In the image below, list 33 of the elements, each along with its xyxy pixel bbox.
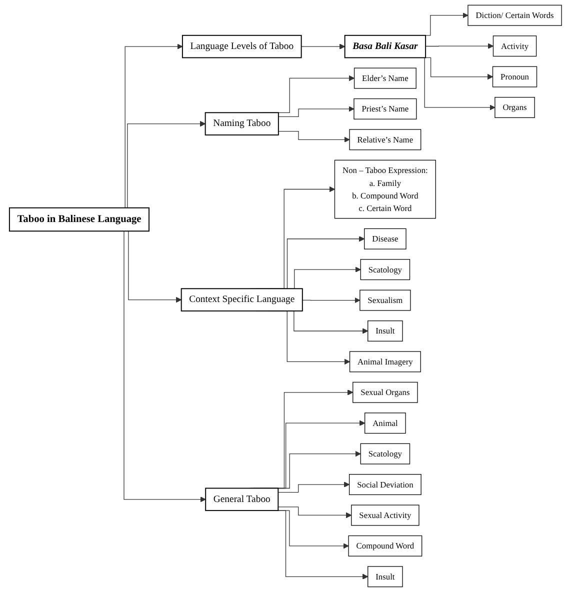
node-box: Insult — [368, 320, 403, 342]
node-box: Priest’s Name — [354, 98, 417, 120]
node-box: Animal Imagery — [349, 351, 421, 372]
node-box: Compound Word — [348, 535, 422, 556]
node-box: Organs — [494, 96, 535, 118]
node-box: General Taboo — [205, 488, 279, 512]
node-box: Animal — [364, 412, 406, 434]
node-box: Activity — [492, 36, 537, 57]
node-box: Scatology — [360, 443, 410, 464]
node-box: Disease — [364, 228, 406, 250]
node-box: Sexual Organs — [352, 382, 418, 403]
arrow — [278, 482, 350, 493]
node-box: Naming Taboo — [204, 112, 279, 136]
node-box: Scatology — [360, 259, 410, 280]
arrow — [278, 506, 352, 518]
node-box: Relative’s Name — [349, 129, 422, 150]
node-box: Insult — [368, 566, 403, 588]
arrow — [302, 297, 360, 304]
node-box: Basa Bali Kasar — [344, 34, 426, 58]
node-box: Context Specific Language — [180, 288, 303, 312]
node-box: Non – Taboo Expression: a. Family b. Compound Word c. Certain Word — [334, 160, 436, 219]
node-box: Sexual Activity — [351, 504, 420, 526]
node-box: Diction/ Certain Words — [468, 4, 562, 26]
arrow — [278, 131, 350, 142]
node-box: Social Deviation — [348, 474, 422, 496]
node-box: Pronoun — [492, 66, 538, 88]
arrow — [278, 106, 354, 118]
node-box: Language Levels of Taboo — [182, 34, 302, 58]
node-box: Elder’s Name — [354, 68, 416, 89]
node-box: Taboo in Balinese Language — [8, 207, 150, 232]
arrow — [425, 43, 494, 49]
arrow — [301, 44, 346, 50]
node-box: Sexualism — [360, 290, 411, 311]
